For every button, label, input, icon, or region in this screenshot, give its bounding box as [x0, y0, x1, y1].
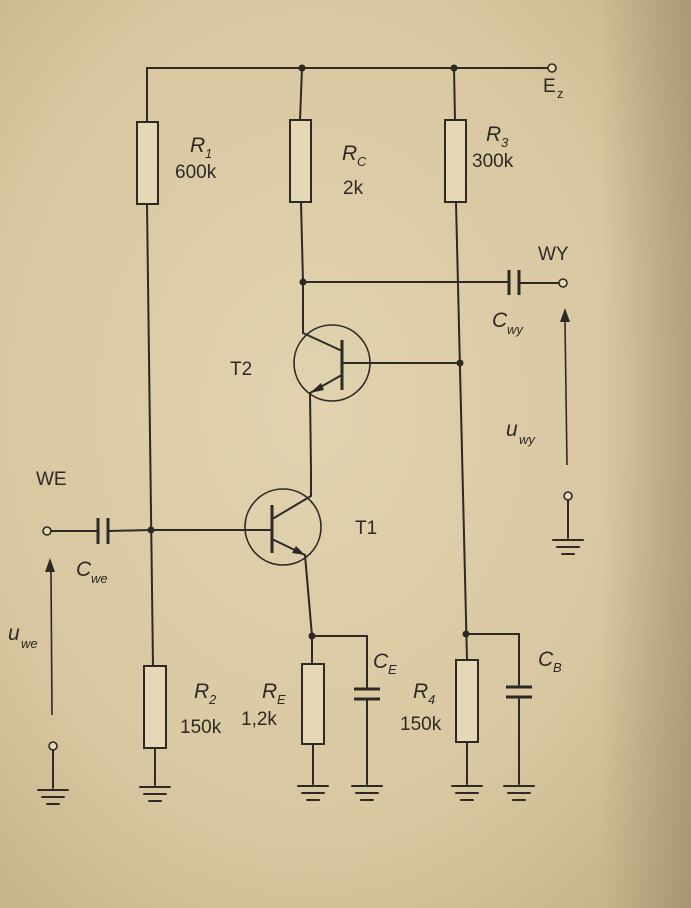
svg-text:wy: wy — [519, 432, 536, 447]
svg-text:R: R — [262, 680, 277, 703]
resistor-r2 — [143, 665, 167, 749]
transistor-t1 — [150, 469, 322, 637]
svg-text:R: R — [190, 134, 205, 157]
svg-text:2k: 2k — [343, 178, 364, 199]
label-rc: R C 2k — [342, 142, 367, 199]
resistor-r1 — [136, 121, 159, 205]
capacitor-cwe — [50, 518, 152, 544]
resistor-rc — [289, 119, 312, 203]
svg-text:E: E — [543, 76, 556, 97]
svg-text:150k: 150k — [400, 714, 442, 735]
svg-text:2: 2 — [208, 692, 217, 707]
svg-text:R: R — [486, 123, 501, 146]
svg-text:1,2k: 1,2k — [241, 709, 277, 730]
supply-terminal — [547, 63, 557, 73]
label-r3: R 3 300k — [472, 123, 514, 172]
output-voltage-arrow — [560, 308, 570, 466]
label-ez: E z — [543, 76, 564, 101]
svg-text:R: R — [413, 680, 428, 703]
svg-text:4: 4 — [428, 692, 435, 707]
wire — [455, 201, 468, 661]
wire — [453, 67, 456, 121]
label-t1: T1 — [355, 518, 377, 539]
ground-symbol — [451, 785, 483, 801]
label-r4: R 4 150k — [400, 680, 442, 735]
svg-text:we: we — [91, 571, 108, 586]
svg-text:B: B — [553, 660, 562, 675]
wire — [146, 203, 154, 667]
svg-text:C: C — [538, 648, 554, 671]
label-r2: R 2 150k — [180, 680, 222, 738]
svg-text:wy: wy — [507, 322, 524, 337]
svg-text:C: C — [373, 650, 389, 673]
label-t2: T2 — [230, 359, 252, 380]
svg-text:C: C — [492, 309, 508, 332]
input-voltage-arrow — [45, 558, 55, 716]
svg-text:300k: 300k — [472, 151, 514, 172]
label-uwe: u we — [8, 622, 38, 651]
capacitor-ce — [354, 635, 380, 785]
wire — [299, 67, 303, 121]
capacitor-cb — [506, 633, 532, 785]
svg-text:u: u — [506, 418, 518, 441]
svg-text:3: 3 — [501, 135, 509, 150]
svg-text:R: R — [194, 680, 209, 703]
transistor-t2 — [293, 281, 461, 471]
resistor-r3 — [444, 119, 467, 203]
wire — [300, 201, 304, 283]
output-terminal-wy[interactable] — [558, 278, 568, 288]
svg-text:600k: 600k — [175, 162, 217, 183]
svg-text:E: E — [388, 662, 397, 677]
svg-text:C: C — [76, 558, 92, 581]
label-uwy: u wy — [506, 418, 536, 447]
label-re: R E 1,2k — [241, 680, 286, 730]
ground-symbol — [351, 785, 383, 801]
label-cb: C B — [538, 648, 562, 675]
label-r1: R 1 600k — [175, 134, 217, 183]
svg-text:z: z — [557, 86, 564, 101]
label-we: WE — [36, 469, 67, 490]
ground-symbol — [139, 786, 171, 802]
svg-text:C: C — [357, 154, 367, 169]
input-terminal-we[interactable] — [42, 526, 52, 536]
svg-text:150k: 150k — [180, 717, 222, 738]
resistor-re — [301, 663, 325, 745]
ground-symbol — [37, 789, 69, 805]
ground-symbol — [503, 785, 535, 801]
label-cwy: C wy — [492, 309, 524, 337]
input-ground-terminal[interactable] — [48, 741, 58, 751]
label-wy: WY — [538, 244, 569, 265]
label-cwe: C we — [76, 558, 108, 586]
ground-symbol — [552, 539, 584, 555]
ground-symbol — [297, 785, 329, 801]
resistor-r4 — [455, 659, 479, 743]
svg-text:u: u — [8, 622, 20, 645]
svg-text:E: E — [277, 692, 286, 707]
capacitor-cwy — [507, 270, 560, 295]
output-ground-terminal[interactable] — [563, 491, 573, 501]
svg-text:R: R — [342, 142, 357, 165]
label-ce: C E — [373, 650, 397, 677]
svg-text:1: 1 — [205, 146, 212, 161]
svg-text:we: we — [21, 636, 38, 651]
